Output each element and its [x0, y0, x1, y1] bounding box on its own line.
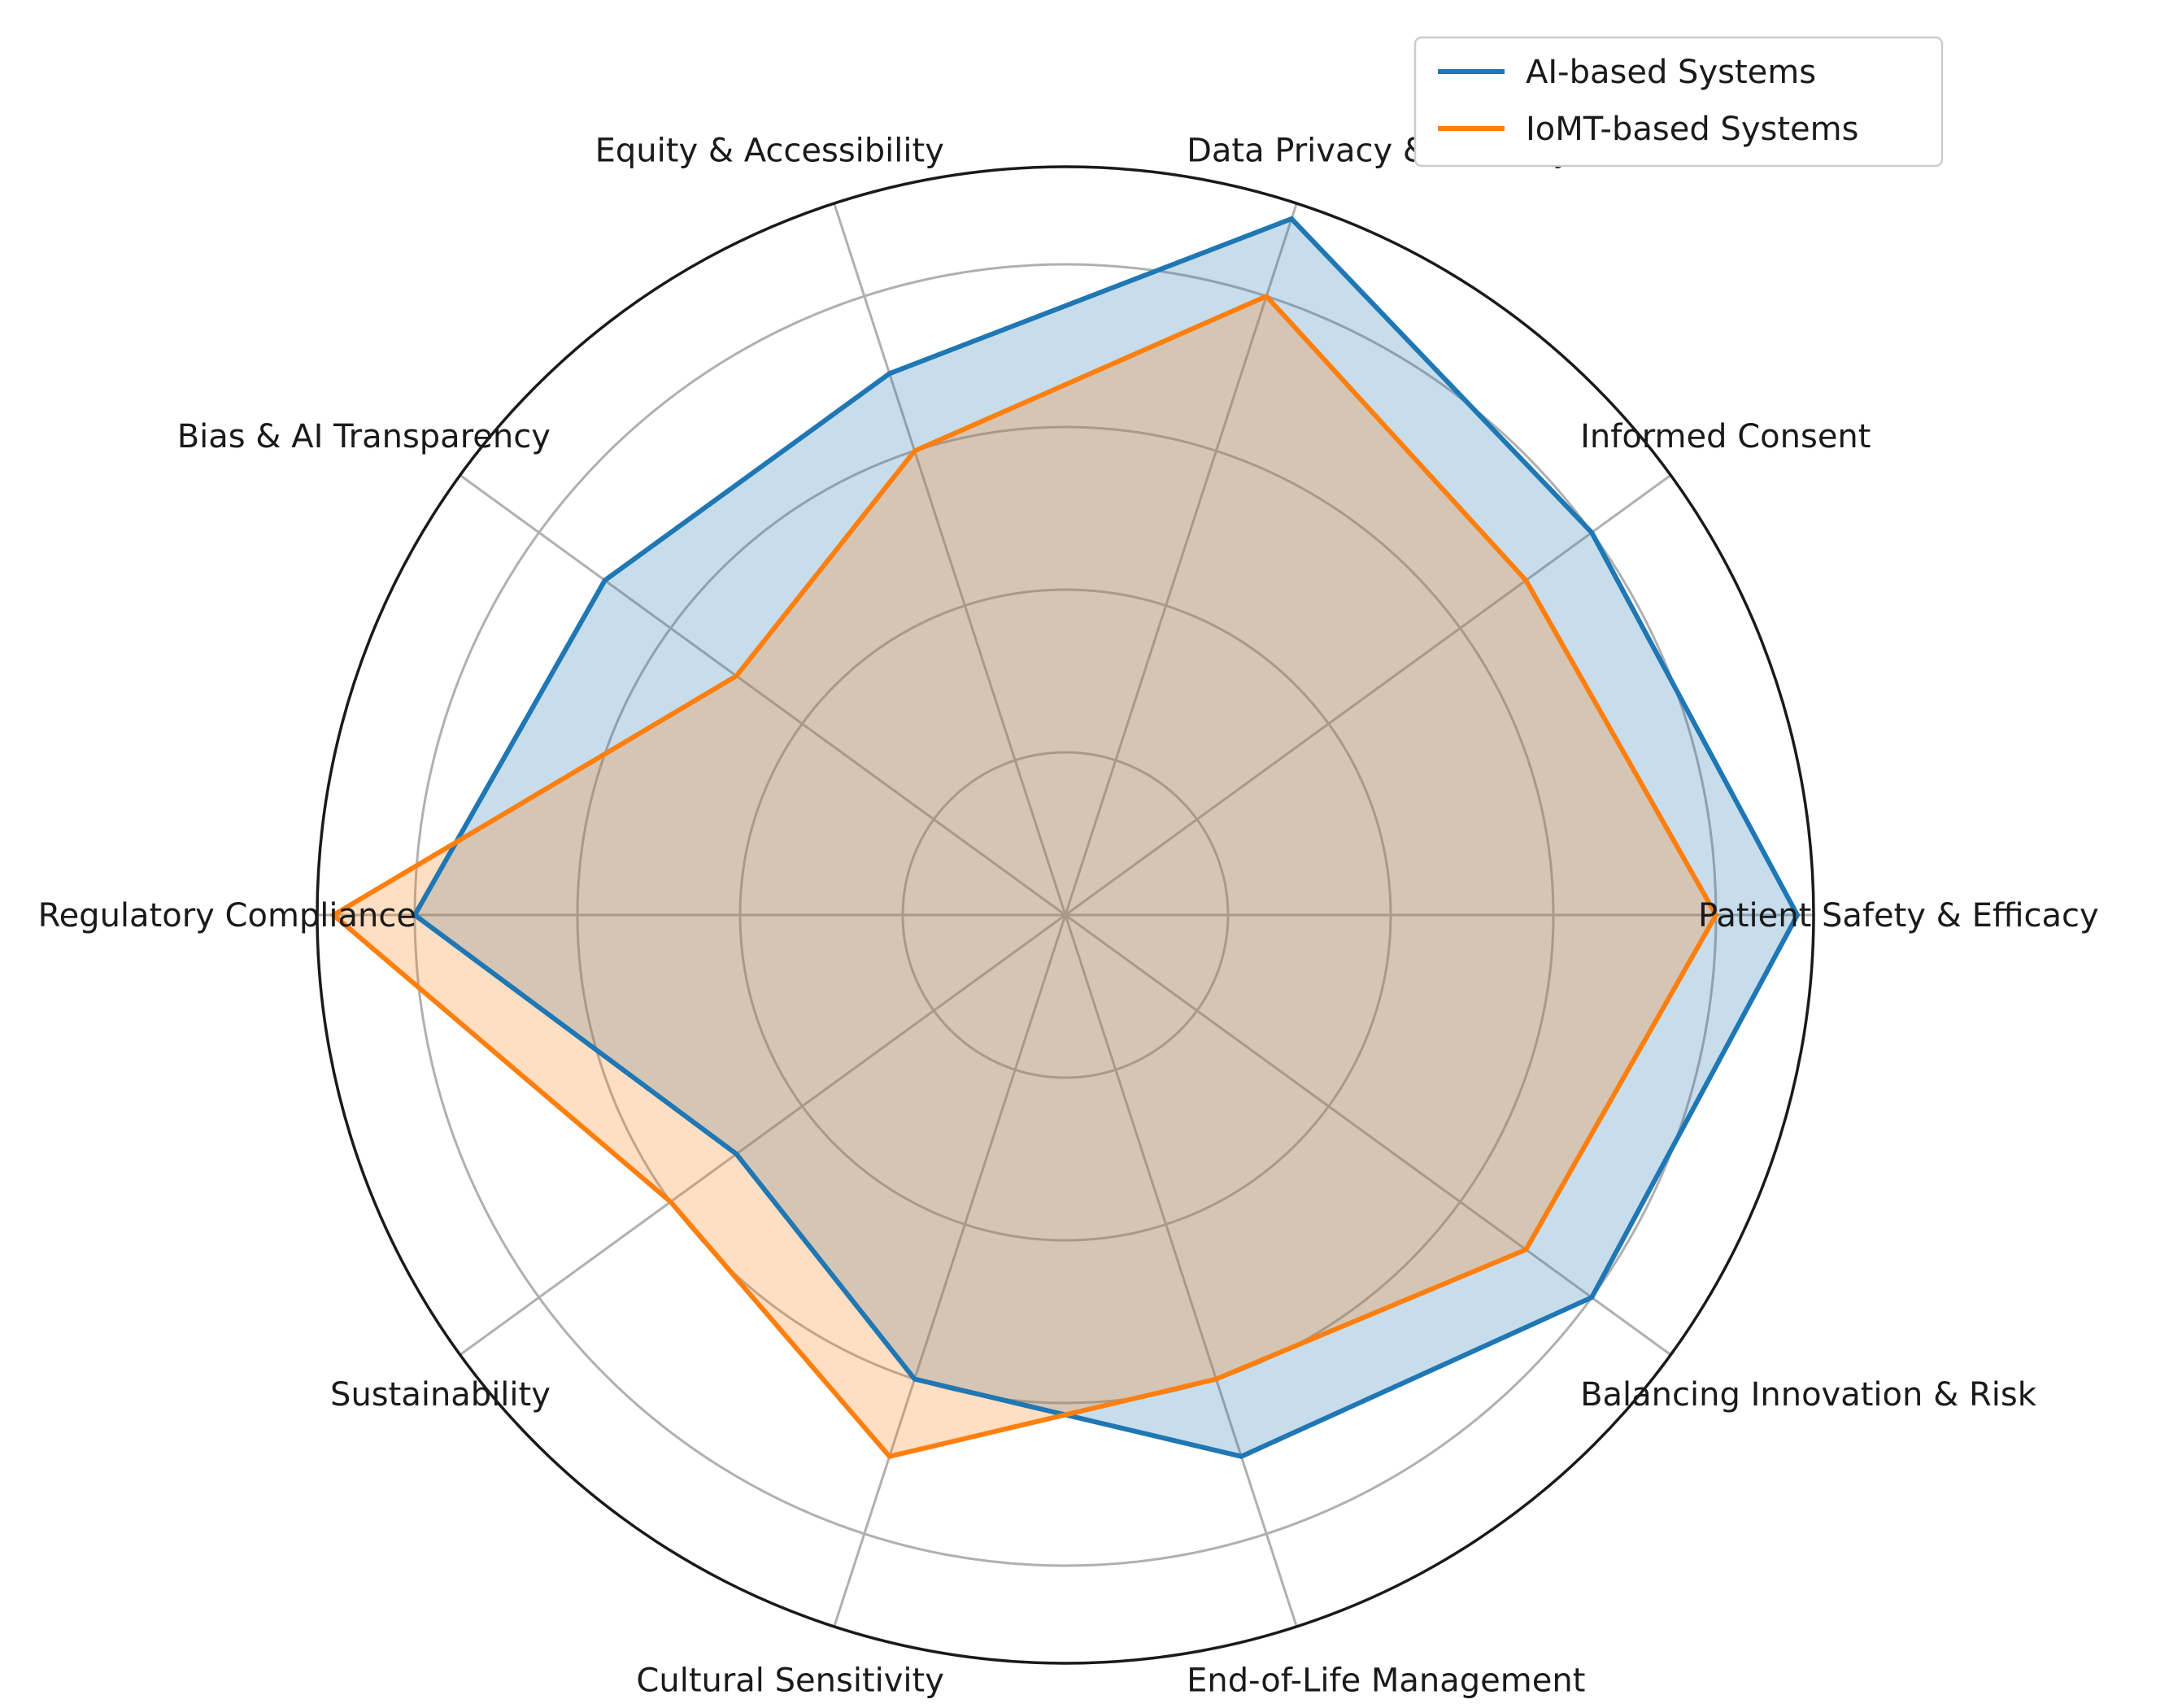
axis-label: Sustainability	[330, 1376, 551, 1414]
legend-label-ai: AI-based Systems	[1526, 54, 1816, 91]
series-fill-1	[333, 296, 1716, 1457]
axis-label: Balancing Innovation & Risk	[1580, 1376, 2037, 1414]
legend: AI-based Systems IoMT-based Systems	[1413, 36, 1944, 168]
axis-spoke	[833, 203, 1067, 916]
series-line-0	[412, 216, 1801, 1459]
axis-label: Equity & Accessibility	[595, 132, 944, 169]
axis-spoke	[1064, 203, 1298, 916]
axis-label: Cultural Sensitivity	[636, 1662, 943, 1700]
series-fill-0	[415, 219, 1797, 1457]
axis-spoke	[459, 474, 1066, 917]
axis-label: Bias & AI Transparency	[177, 418, 551, 455]
axis-spoke	[1065, 474, 1672, 917]
axis-label: Informed Consent	[1580, 418, 1871, 455]
axis-spoke	[459, 913, 1066, 1356]
legend-box	[1413, 36, 1944, 168]
legend-label-iomt: IoMT-based Systems	[1526, 111, 1858, 148]
series-line-1	[329, 293, 1719, 1460]
axis-spoke	[833, 914, 1067, 1627]
axis-label: Regulatory Compliance	[38, 897, 416, 935]
axis-label: Patient Safety & Efficacy	[1698, 897, 2099, 935]
series-layer	[329, 216, 1801, 1460]
axis-spoke	[1065, 913, 1672, 1356]
axis-spoke	[1064, 914, 1298, 1627]
outer-ring	[316, 165, 1815, 1665]
axis-label: End-of-Life Management	[1187, 1662, 1585, 1700]
